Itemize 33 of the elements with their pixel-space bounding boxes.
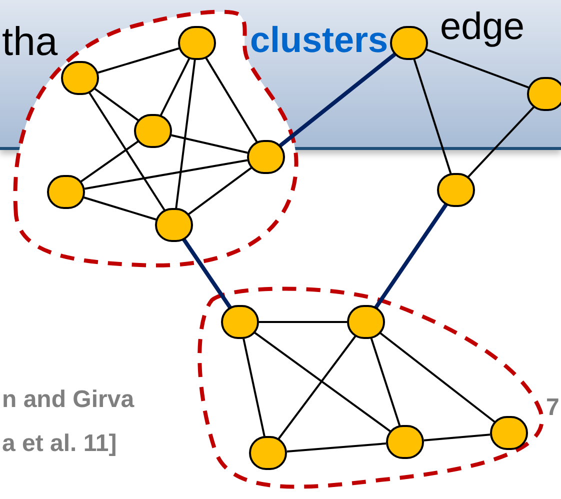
edge-line: [370, 338, 401, 426]
graph-node: [221, 305, 259, 339]
graph-node: [249, 436, 287, 470]
edge-line: [98, 47, 180, 74]
edge-line: [188, 167, 252, 215]
edge-line: [413, 59, 452, 174]
edge-line: [84, 196, 156, 220]
page-number: 7: [546, 396, 560, 420]
edge-line: [254, 332, 391, 432]
edge-line: [380, 332, 496, 423]
graph-node: [347, 305, 385, 339]
edge-line: [242, 338, 266, 437]
edge-line: [84, 159, 248, 190]
graph-node: [437, 173, 475, 207]
citation-text: n and Girva: [2, 388, 134, 412]
edge-line: [171, 134, 248, 154]
edge-line: [374, 203, 448, 309]
citation-text: a et al. 11]: [2, 432, 117, 456]
title-fragment: edge: [440, 8, 525, 46]
edge-line: [259, 321, 347, 323]
graph-node: [490, 416, 528, 450]
edge-line: [424, 434, 490, 442]
edge-line: [80, 140, 139, 182]
edge-line: [467, 106, 535, 178]
graph-node: [386, 425, 424, 459]
edge-line: [286, 442, 386, 452]
title-fragment: tha: [2, 22, 58, 62]
edge-line: [175, 60, 196, 208]
edge-line: [426, 48, 529, 88]
edge-line: [182, 238, 232, 309]
highlighted-word: clusters: [250, 22, 388, 58]
edge-line: [94, 88, 139, 122]
edge-line: [160, 58, 190, 116]
